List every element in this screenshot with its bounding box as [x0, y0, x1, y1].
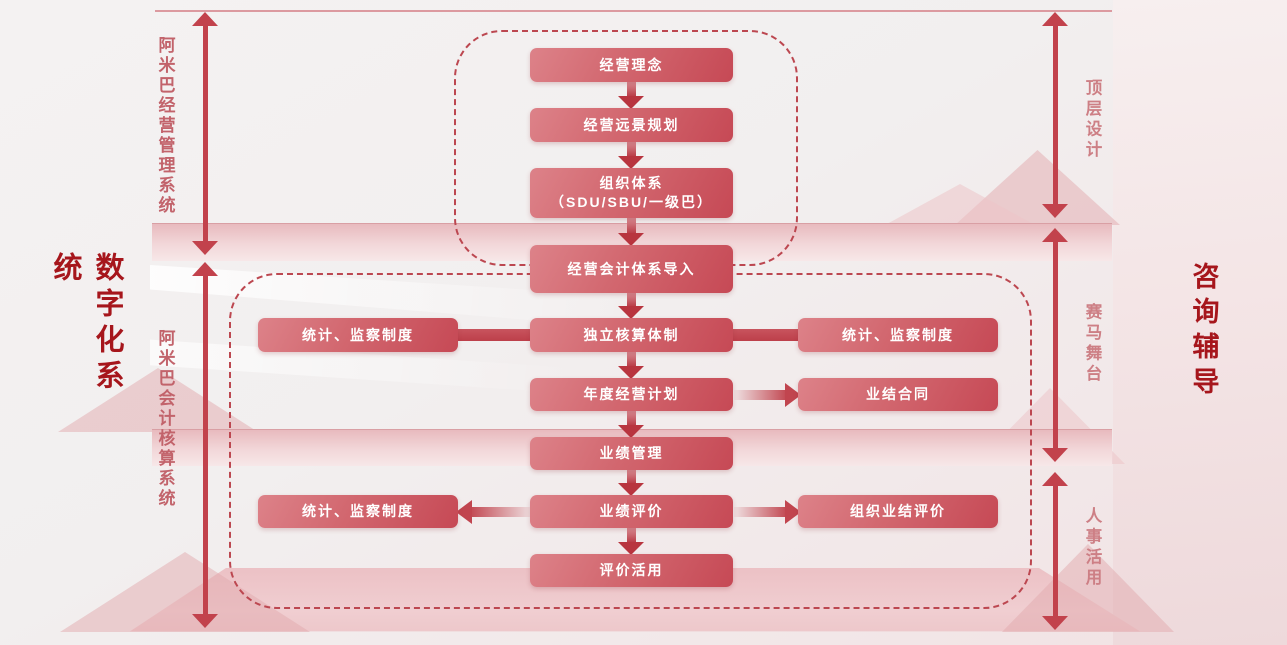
- flow-box-evaluation-use: 评价活用: [530, 554, 733, 587]
- side-box-label: 组织业结评价: [850, 503, 946, 520]
- label-amoeba-accounting-system: 阿米巴会计核算系统: [155, 329, 175, 509]
- flow-box-accounting-import: 经营会计体系导入: [530, 245, 733, 293]
- flow-box-label: 经营远景规划: [583, 116, 680, 133]
- connector-stat-left: [455, 329, 533, 341]
- flow-box-label: 年度经营计划: [583, 386, 680, 403]
- side-box-stat-right-mid: 统计、监察制度: [798, 318, 998, 352]
- flow-box-label: 组织体系: [599, 175, 664, 192]
- down-arrow: [618, 293, 644, 319]
- flow-box-vision-plan: 经营远景规划: [530, 108, 733, 142]
- side-box-org-eval: 组织业结评价: [798, 495, 998, 528]
- flow-box-performance-management: 业绩管理: [530, 437, 733, 470]
- flow-box-performance-evaluation: 业绩评价: [530, 495, 733, 528]
- right-range-arrow-racing-stage: [1042, 228, 1068, 462]
- right-range-arrow-top-design: [1042, 12, 1068, 218]
- connector-stat-right: [730, 329, 803, 341]
- down-arrow: [618, 470, 644, 496]
- flow-box-annual-plan: 年度经营计划: [530, 378, 733, 411]
- label-amoeba-management-system: 阿米巴经营管理系统: [155, 36, 175, 216]
- side-box-contract: 业结合同: [798, 378, 998, 411]
- down-arrow: [618, 528, 644, 555]
- right-range-arrow-hr: [1042, 472, 1068, 630]
- flow-box-independent-accounting: 独立核算体制: [530, 318, 733, 352]
- down-arrow: [618, 82, 644, 109]
- side-box-label: 统计、监察制度: [302, 326, 414, 343]
- side-box-label: 统计、监察制度: [302, 503, 414, 520]
- down-arrow: [618, 411, 644, 438]
- arrow-to-org-eval: [734, 500, 801, 524]
- arrow-to-stat-bottom-left: [456, 500, 533, 524]
- right-texture-panel: [1113, 0, 1287, 645]
- down-arrow: [618, 142, 644, 169]
- label-top-design: 顶层设计: [1083, 79, 1101, 161]
- down-arrow: [618, 218, 644, 246]
- arrow-to-contract: [734, 383, 801, 407]
- down-arrow: [618, 352, 644, 379]
- left-range-arrow-accounting: [192, 262, 218, 628]
- flow-box-label: 经营理念: [599, 56, 664, 73]
- label-hr-utilization: 人事活用: [1083, 507, 1101, 589]
- side-box-stat-left-mid: 统计、监察制度: [258, 318, 458, 352]
- flow-box-label: 独立核算体制: [583, 326, 680, 343]
- label-racing-stage: 赛马舞台: [1083, 303, 1101, 385]
- flow-box-label: 业绩管理: [599, 445, 664, 462]
- label-consulting-coaching: 咨询辅导: [1188, 262, 1219, 402]
- flow-box-label: 业绩评价: [599, 503, 664, 520]
- side-box-label: 业结合同: [866, 386, 930, 403]
- label-digital-system: 数字化系统: [49, 252, 123, 396]
- flow-box-label: 评价活用: [599, 562, 664, 579]
- flow-box-label-line2: （SDU/SBU/一级巴）: [550, 194, 713, 210]
- top-axis-line: [155, 10, 1112, 12]
- side-box-label: 统计、监察制度: [842, 326, 954, 343]
- flow-box-organization: 组织体系 （SDU/SBU/一级巴）: [530, 168, 733, 218]
- side-box-stat-left-bottom: 统计、监察制度: [258, 495, 458, 528]
- left-range-arrow-management: [192, 12, 218, 255]
- flow-box-label: 经营会计体系导入: [567, 260, 696, 277]
- flow-box-philosophy: 经营理念: [530, 48, 733, 82]
